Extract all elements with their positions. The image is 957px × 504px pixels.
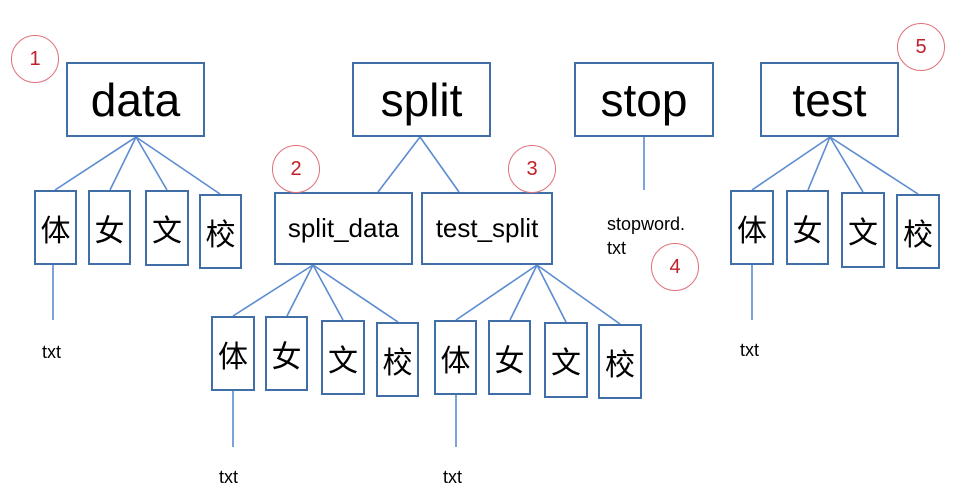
char-box-wen: 文 (841, 192, 885, 268)
connector-line (455, 264, 538, 321)
node-stop: stop (574, 62, 714, 137)
step-marker-2: 2 (272, 145, 320, 193)
connector-line (312, 264, 344, 321)
txt-label: txt (42, 342, 62, 362)
char-box-wen: 文 (321, 320, 365, 395)
connector-line (807, 136, 831, 191)
node-data: data (66, 62, 205, 137)
txt-label: txt (443, 467, 463, 487)
step-marker-3: 3 (508, 145, 556, 193)
connector-line (509, 264, 538, 321)
connector-line (54, 136, 137, 191)
char-box-ti: 体 (434, 320, 477, 395)
char-box-xiao: 校 (199, 194, 242, 269)
stopword-line-2: txt (607, 238, 627, 258)
connector-line (377, 136, 421, 193)
connector-line (312, 264, 399, 323)
connector-line (232, 264, 314, 317)
connector-line (536, 264, 621, 325)
connector-line (419, 136, 460, 193)
stopword-file-label: stopword. txt (607, 212, 685, 260)
char-box-nv: 女 (265, 316, 308, 391)
connector-line (829, 136, 919, 195)
char-box-xiao: 校 (896, 194, 940, 269)
connector-line (829, 136, 864, 193)
txt-label: txt (740, 340, 760, 360)
char-box-ti: 体 (730, 190, 774, 265)
char-box-ti: 体 (34, 190, 77, 265)
step-marker-5: 5 (897, 23, 945, 71)
char-box-xiao: 校 (598, 324, 642, 399)
node-test-split: test_split (421, 192, 553, 265)
node-split-data: split_data (274, 192, 413, 265)
connector-line (536, 264, 567, 323)
char-box-wen: 文 (145, 190, 189, 266)
step-marker-4: 4 (651, 243, 699, 291)
step-marker-1: 1 (11, 35, 59, 83)
char-box-wen: 文 (544, 322, 588, 398)
connector-line (109, 136, 137, 191)
connector-line (751, 136, 831, 191)
node-split: split (352, 62, 491, 137)
char-box-nv: 女 (488, 320, 531, 395)
txt-label: txt (219, 467, 239, 487)
char-box-xiao: 校 (376, 322, 419, 397)
char-box-nv: 女 (88, 190, 131, 265)
node-test: test (760, 62, 899, 137)
connector-line (135, 136, 168, 191)
char-box-ti: 体 (211, 316, 255, 391)
char-box-nv: 女 (786, 190, 829, 265)
connector-line (135, 136, 221, 195)
stopword-line-1: stopword. (607, 214, 686, 234)
connector-line (286, 264, 314, 317)
